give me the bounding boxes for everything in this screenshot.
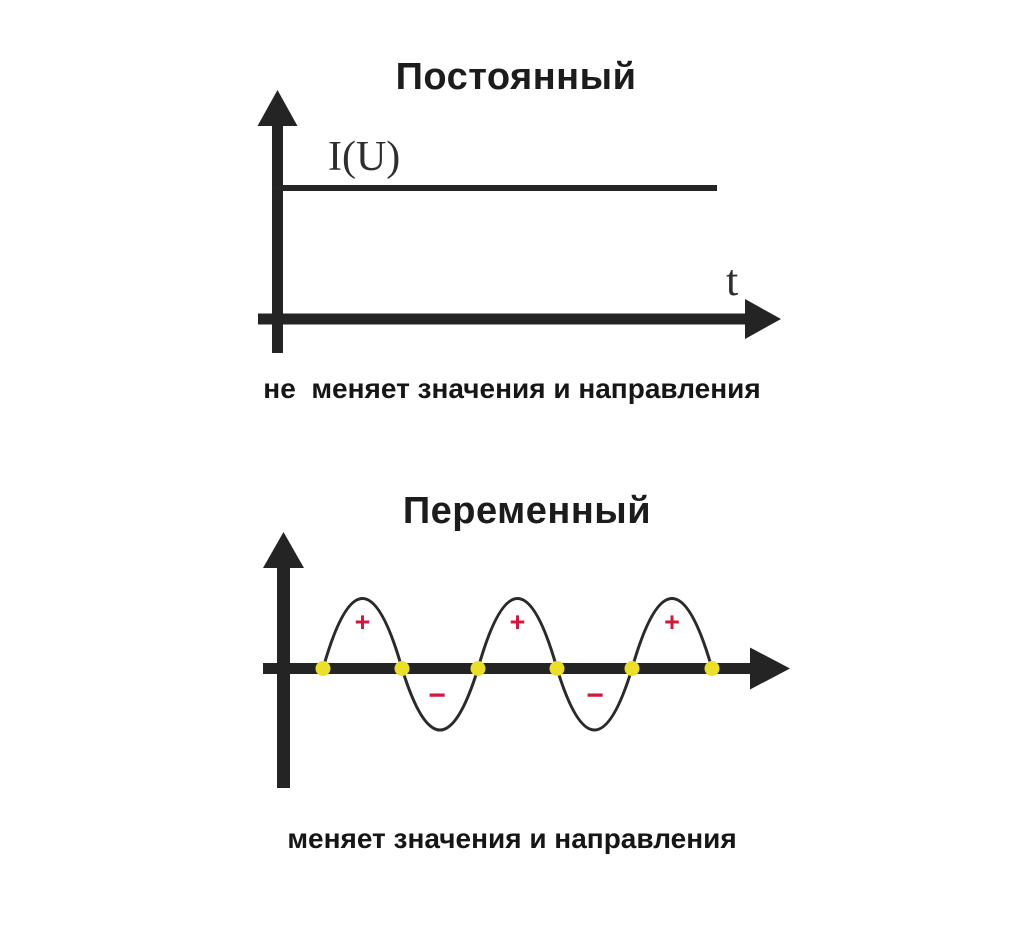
dc-x-axis-label: t — [726, 256, 738, 305]
zero-crossing-dot — [315, 661, 331, 676]
ac-sine-curve — [321, 597, 714, 732]
zero-crossing-dot — [704, 661, 720, 676]
dc-y-axis-arrow-icon — [257, 90, 298, 126]
zero-crossing-dot — [549, 661, 565, 676]
dc-y-axis-line — [272, 120, 283, 353]
plus-sign: + — [355, 607, 371, 637]
plus-sign: + — [664, 607, 680, 637]
ac-panel-caption: меняет значения и направления — [287, 823, 737, 854]
zero-crossing-dot — [394, 661, 410, 676]
dc-constant-value-line — [272, 185, 717, 191]
dc-panel-caption: не меняет значения и направления — [263, 373, 761, 404]
dc-x-axis-arrow-icon — [745, 299, 781, 339]
ac-y-axis-line — [277, 562, 290, 788]
dc-graph: I(U) t — [257, 90, 781, 353]
ac-y-axis-arrow-icon — [263, 532, 304, 568]
ac-panel-title: Переменный — [402, 490, 652, 532]
dc-y-value-label: I(U) — [328, 134, 400, 180]
plus-sign: + — [510, 607, 526, 637]
ac-x-axis-arrow-icon — [750, 647, 790, 690]
minus-sign: − — [586, 679, 604, 712]
ac-x-axis-line — [263, 663, 750, 674]
zero-crossing-dot — [624, 661, 640, 676]
zero-crossing-dot — [470, 661, 486, 676]
dc-panel-title: Постоянный — [395, 56, 637, 98]
minus-sign: − — [428, 679, 446, 712]
ac-graph: + + + − − — [263, 532, 790, 788]
dc-x-axis-line — [258, 313, 745, 325]
